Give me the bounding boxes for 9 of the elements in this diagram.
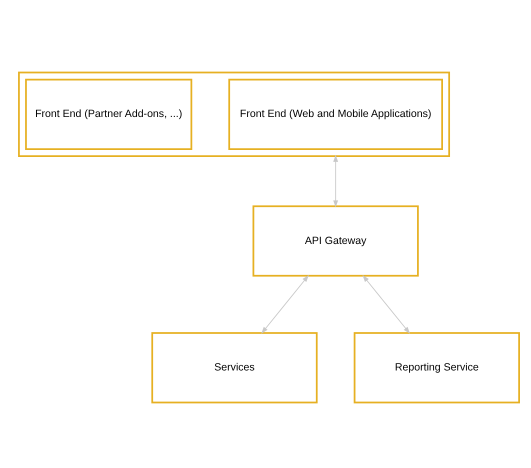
node-box: Reporting Service xyxy=(354,332,520,404)
arrow xyxy=(333,154,338,208)
arrow xyxy=(362,275,410,334)
cluster xyxy=(18,72,450,158)
node-box: Front End (Web and Mobile Applications) xyxy=(228,78,443,150)
arrow xyxy=(261,275,309,334)
node-box: Front End (Partner Add-ons, ...) xyxy=(25,78,192,150)
node-box: API Gateway xyxy=(252,205,419,277)
node-box: Services xyxy=(151,332,318,404)
